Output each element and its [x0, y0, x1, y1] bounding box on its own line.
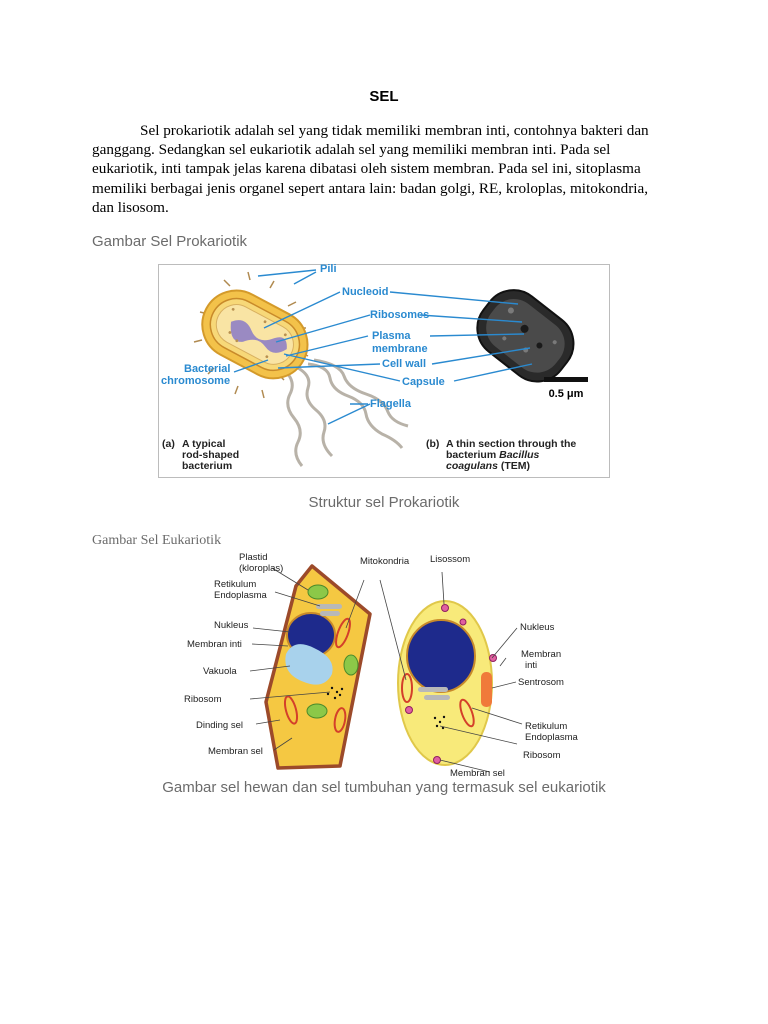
tem-micrograph: [476, 289, 575, 383]
label-lines-eukaryote: [249, 567, 523, 773]
label-nucleoid: Nucleoid: [342, 286, 388, 298]
animal-nucleus: [406, 619, 476, 693]
label-ribosom-left: Ribosom: [184, 694, 222, 705]
label-sentrosom: Sentrosom: [518, 677, 564, 688]
caption-b-line3-italic: coagulans: [446, 460, 498, 472]
label-chromosome: chromosome: [161, 375, 230, 387]
scale-label: 0.5 μm: [549, 388, 584, 400]
eukaryote-figure: Plastid (kloroplas) Retikulum Endoplasma…: [184, 552, 579, 779]
caption-b-line2: bacterium Bacillus: [446, 449, 540, 461]
label-lisosom: Lisossom: [430, 554, 470, 565]
label-vakuola: Vakuola: [203, 666, 237, 677]
caption-a-tag: (a): [162, 438, 175, 450]
caption-b-line3-plain: (TEM): [498, 460, 530, 472]
prokaryote-figure: 0.5 μm Pili Nucleoid Ribosomes Plasma me…: [158, 264, 610, 478]
label-retikulum-right: Retikulum: [525, 721, 567, 732]
label-ribosomes: Ribosomes: [370, 309, 429, 321]
label-nukleus-left: Nukleus: [214, 620, 249, 631]
caption-eukariotik: Gambar sel hewan dan sel tumbuhan yang t…: [162, 779, 606, 796]
label-retikulum-left: Retikulum: [214, 579, 256, 590]
caption-a-line3: bacterium: [182, 460, 232, 472]
label-pili: Pili: [320, 264, 337, 275]
label-flagella: Flagella: [370, 398, 412, 410]
label-bacterial: Bacterial: [184, 363, 230, 375]
plant-cell: [264, 564, 372, 770]
plant-ribosomes: [326, 686, 344, 700]
caption-a-line2: rod-shaped: [182, 449, 239, 461]
caption-b-line3: coagulans (TEM): [446, 460, 530, 472]
label-endoplasma-left: Endoplasma: [214, 590, 268, 601]
label-cell-wall: Cell wall: [382, 358, 426, 370]
plant-chloroplasts: [306, 584, 359, 719]
animal-cell: [397, 600, 497, 766]
label-membrane: membrane: [372, 343, 428, 355]
animal-er: [418, 687, 450, 700]
body-paragraph-text: Sel prokariotik adalah sel yang tidak me…: [92, 122, 649, 216]
heading-prokariotik: Gambar Sel Prokariotik: [92, 233, 248, 250]
label-mitokondria: Mitokondria: [360, 556, 410, 567]
label-dinding-sel: Dinding sel: [196, 720, 243, 731]
label-membran-sel-left: Membran sel: [208, 746, 263, 757]
label-nukleus-right: Nukleus: [520, 622, 555, 633]
label-membran-inti-left: Membran inti: [187, 639, 242, 650]
caption-prokariotik: Struktur sel Prokariotik: [308, 494, 460, 511]
scale-bar: 0.5 μm: [544, 377, 588, 400]
animal-ribosomes: [433, 715, 446, 730]
bacterium-capsule: [201, 289, 309, 380]
caption-b-line2-italic: Bacillus: [499, 449, 539, 461]
caption-a-line1: A typical: [182, 438, 225, 450]
vacuole: [285, 644, 333, 685]
label-plasma: Plasma: [372, 330, 411, 342]
centrosome: [481, 672, 492, 707]
plant-er: [316, 604, 342, 616]
label-plastid: Plastid: [239, 552, 268, 563]
label-capsule: Capsule: [402, 376, 445, 388]
label-ribosom-right: Ribosom: [523, 750, 561, 761]
label-inti-right: inti: [525, 660, 537, 671]
label-lines-prokaryote: [233, 269, 533, 425]
heading-eukariotik: Gambar Sel Eukariotik: [92, 533, 222, 548]
animal-mitochondria: [401, 673, 475, 728]
document-title: SEL: [369, 88, 399, 105]
body-paragraph: Sel prokariotik adalah sel yang tidak me…: [92, 121, 670, 217]
caption-b-line2-plain: bacterium: [446, 449, 499, 461]
label-endoplasma-right: Endoplasma: [525, 732, 579, 743]
caption-b-line1: A thin section through the: [446, 438, 576, 450]
label-membran-sel-right: Membran sel: [450, 768, 505, 779]
caption-b-tag: (b): [426, 438, 439, 450]
animal-lysosomes: [405, 604, 497, 764]
label-kloroplas: (kloroplas): [239, 563, 283, 574]
label-membran-right: Membran: [521, 649, 561, 660]
